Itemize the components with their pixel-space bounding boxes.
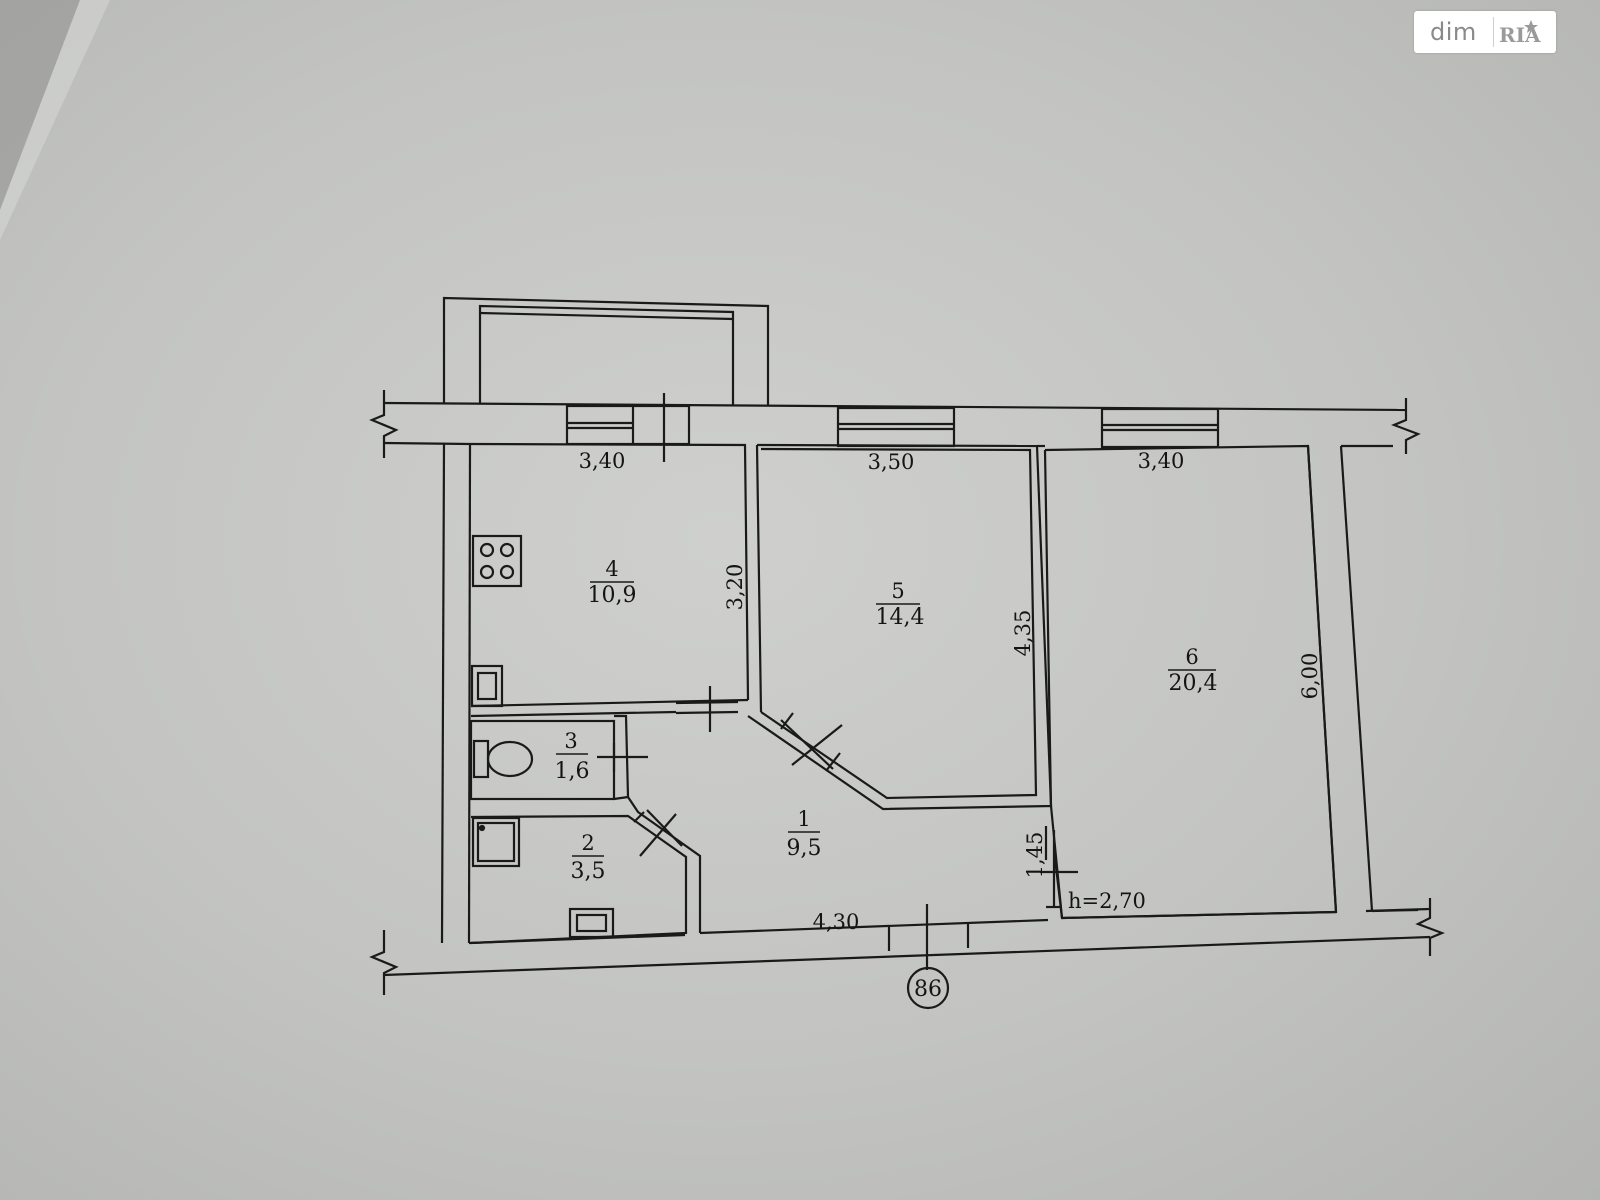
window-room6 (1100, 407, 1220, 449)
dim-kitchen-depth: 3,20 (723, 564, 747, 611)
room-4-kitchen-walls (469, 442, 763, 732)
window-room5 (836, 406, 956, 448)
room-6-walls (1035, 444, 1338, 920)
toilet-icon (472, 739, 534, 779)
room-6-number: 6 (1185, 645, 1198, 669)
balcony (442, 296, 770, 405)
room-2-bathroom-walls (470, 796, 702, 945)
exterior-wall-east (1306, 445, 1419, 913)
window-kitchen (565, 404, 691, 446)
ria-logo-icon: RIA (1493, 11, 1556, 53)
exterior-wall-west (440, 442, 472, 944)
room-4-area: 10,9 (588, 583, 637, 608)
dim-ria-watermark: dim RIA (1414, 11, 1556, 53)
room-1-area: 9,5 (787, 836, 822, 861)
watermark-divider (1492, 17, 1494, 47)
dim-room6-width: 3,40 (1138, 449, 1185, 473)
kitchen-sink-icon (470, 664, 504, 708)
dim-room5-depth: 4,35 (1011, 610, 1035, 657)
room-1-number: 1 (797, 807, 810, 831)
room-3-toilet-walls (469, 714, 648, 801)
dimension-labels: 3,40 3,50 3,40 3,20 4,35 6,00 4,30 1,45 … (579, 449, 1322, 1002)
dim-room5-width: 3,50 (868, 450, 915, 474)
room-3-number: 3 (564, 729, 577, 753)
room-2-number: 2 (581, 831, 594, 855)
ceiling-height: h=2,70 (1068, 889, 1146, 913)
entrance-door (887, 904, 970, 970)
balcony-door (631, 393, 666, 462)
dim-hall-depth: 1,45 (1023, 832, 1047, 879)
room-5-area: 14,4 (876, 605, 925, 630)
axis-marker (906, 966, 950, 1010)
dim-hall-width: 4,30 (813, 910, 860, 934)
door-room5 (791, 724, 843, 766)
axis-label: 86 (914, 977, 942, 1002)
room-2-area: 3,5 (571, 859, 606, 884)
bathroom-sink-icon (568, 907, 615, 939)
room-labels: 4 10,9 5 14,4 6 20,4 3 1,6 1 9,5 2 3,5 (555, 557, 1218, 884)
dim-room6-depth: 6,00 (1298, 653, 1322, 700)
bathtub-icon (471, 816, 521, 868)
room-3-area: 1,6 (555, 759, 590, 784)
room-6-area: 20,4 (1169, 671, 1218, 696)
room-5-number: 5 (891, 579, 904, 603)
room-4-number: 4 (605, 557, 618, 581)
dim-kitchen-width: 3,40 (579, 449, 626, 473)
watermark-brand: dim (1430, 18, 1477, 46)
room-5-walls (747, 447, 1053, 811)
stove-icon (471, 534, 523, 588)
door-room6 (1040, 826, 1078, 909)
